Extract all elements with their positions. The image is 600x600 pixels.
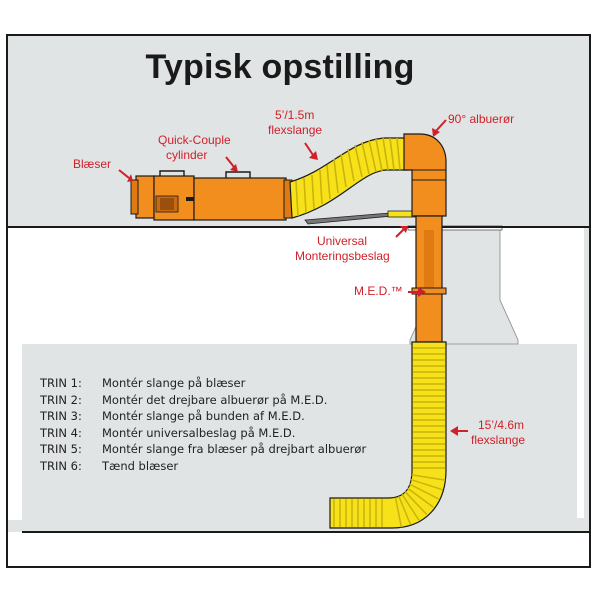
label-med: M.E.D.™ bbox=[354, 284, 403, 298]
step-item: TRIN 5:Montér slange fra blæser på drejb… bbox=[40, 442, 367, 456]
elbow-90 bbox=[403, 133, 447, 217]
hose-rib bbox=[404, 490, 428, 515]
label-cylinder-1: Quick-Couple bbox=[158, 133, 231, 147]
instruction-steps: TRIN 1:Montér slange på blæser TRIN 2:Mo… bbox=[40, 375, 366, 474]
label-elbow: 90° albuerør bbox=[448, 112, 515, 126]
label-mount-1: Universal bbox=[317, 234, 368, 248]
callout-arrows bbox=[118, 119, 468, 436]
label-long-hose-2: flexslange bbox=[471, 433, 526, 447]
hose-rib bbox=[406, 487, 434, 508]
label-long-hose-1: 15’/4.6m bbox=[478, 418, 525, 432]
label-cylinder-2: cylinder bbox=[166, 148, 208, 162]
step-item: TRIN 2:Montér det drejbare albuerør på M… bbox=[40, 392, 328, 407]
hose-rib bbox=[394, 497, 403, 528]
hose-rib bbox=[411, 474, 446, 481]
label-blower: Blæser bbox=[73, 157, 112, 171]
blower bbox=[130, 170, 293, 221]
hose-rib bbox=[398, 496, 412, 525]
label-short-hose-1: 5’/1.5m bbox=[275, 108, 315, 122]
step-item: TRIN 3:Montér slange på bunden af M.E.D. bbox=[40, 409, 305, 423]
hose-rib bbox=[408, 483, 440, 500]
step-item: TRIN 6:Tænd blæser bbox=[40, 458, 179, 473]
hose-rib bbox=[410, 478, 443, 491]
step-item: TRIN 1:Montér slange på blæser bbox=[40, 376, 246, 390]
label-mount-2: Monteringsbeslag bbox=[295, 249, 390, 263]
hose-rib bbox=[401, 493, 420, 521]
underground-area bbox=[22, 344, 577, 532]
step-item: TRIN 4:Montér universalbeslag på M.E.D. bbox=[40, 425, 296, 440]
label-short-hose-2: flexslange bbox=[268, 123, 323, 137]
diagram-title: Typisk opstilling bbox=[145, 48, 415, 86]
quick-couple-cylinder bbox=[193, 177, 287, 221]
